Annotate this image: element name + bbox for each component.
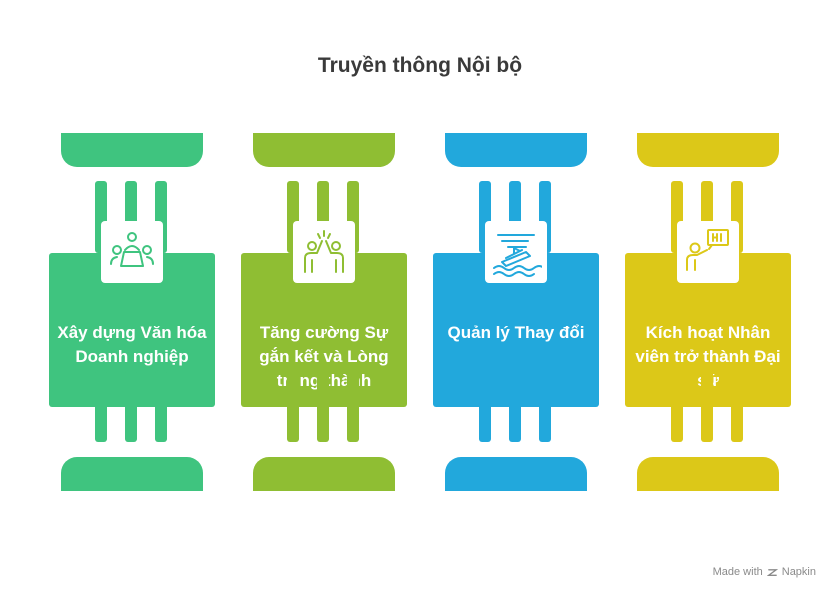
pillar-bar: [95, 370, 107, 442]
pillar-top-cap: [637, 133, 779, 167]
pillar-bar: [479, 370, 491, 442]
pillar-culture: Xây dựng Văn hóa Doanh nghiệp: [49, 0, 215, 600]
pillar-top-cap: [253, 133, 395, 167]
pillar-label: Kích hoạt Nhân viên trở thành Đại sứ: [635, 323, 781, 390]
napkin-logo-icon: [766, 568, 778, 576]
pillar-icon-box: [101, 221, 163, 283]
pillar-icon-box: [677, 221, 739, 283]
pillar-label: Quản lý Thay đổi: [447, 323, 585, 342]
pillar-bar: [347, 370, 359, 442]
sinking-ship-icon: [493, 234, 542, 277]
pillar-bar: [287, 370, 299, 442]
pillar-top-cap: [445, 133, 587, 167]
pillar-change: Quản lý Thay đổi: [433, 0, 599, 600]
pillar-bottom-cap: [637, 457, 779, 491]
pillar-panel: Kích hoạt Nhân viên trở thành Đại sứ: [625, 253, 791, 407]
credit-made-with: Made with: [712, 566, 763, 578]
pillar-bar: [155, 370, 167, 442]
pillar-bar: [509, 370, 521, 442]
pillar-top-cap: [61, 133, 203, 167]
napkin-credit[interactable]: Made with Napkin: [713, 566, 816, 578]
pillar-bar: [671, 370, 683, 442]
pillar-bar: [731, 370, 743, 442]
pillar-icon-box: [293, 221, 355, 283]
pillar-bar: [539, 370, 551, 442]
pillar-bottom-cap: [61, 457, 203, 491]
meeting-table-icon: [110, 232, 154, 267]
pillar-icon-box: [485, 221, 547, 283]
page-title: Truyền thông Nội bộ: [317, 54, 523, 77]
pillar-ambassador: Kích hoạt Nhân viên trở thành Đại sứ: [625, 0, 791, 600]
pillar-bottom-cap: [445, 457, 587, 491]
speaker-presenting-icon: [686, 229, 729, 271]
pillar-bottom-cap: [253, 457, 395, 491]
credit-brand: Napkin: [781, 566, 816, 578]
pillar-bar: [317, 370, 329, 442]
pillar-label: Xây dựng Văn hóa Doanh nghiệp: [57, 323, 207, 366]
pillar-engagement: Tăng cường Sự gắn kết và Lòng trung thàn…: [241, 0, 407, 600]
high-five-icon: [304, 230, 344, 273]
pillar-bar: [701, 370, 713, 442]
pillar-bar: [125, 370, 137, 442]
